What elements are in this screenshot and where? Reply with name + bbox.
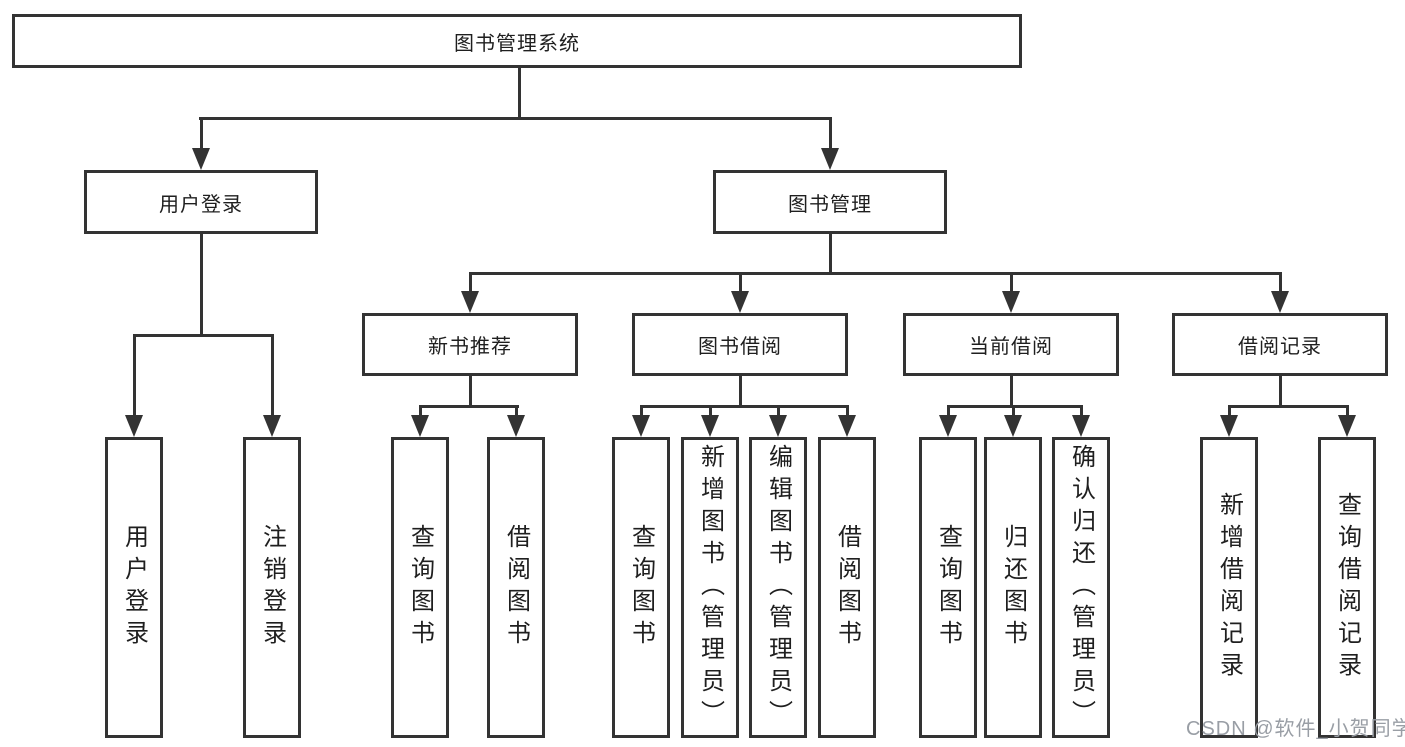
leaf-node-query-books-current: 查询图书 <box>919 437 977 738</box>
connector-stem <box>1010 272 1013 295</box>
subbranch-node-new-book-recommend: 新书推荐 <box>362 313 578 376</box>
connector-bookmgmt-stub <box>829 234 832 275</box>
root-node-system: 图书管理系统 <box>12 14 1022 68</box>
leaf-node-logout: 注销登录 <box>243 437 301 738</box>
arrowhead-down-icon <box>461 291 479 313</box>
connector-stem <box>271 334 274 417</box>
connector-stem <box>1080 405 1083 419</box>
connector-stem <box>133 334 136 417</box>
connector-stem <box>515 405 518 419</box>
connector-stem <box>777 405 780 419</box>
arrowhead-down-icon <box>769 415 787 437</box>
arrowhead-down-icon <box>838 415 856 437</box>
leaf-node-query-books-recommend: 查询图书 <box>391 437 449 738</box>
connector-borrow-stub <box>739 376 742 408</box>
arrowhead-down-icon <box>701 415 719 437</box>
leaf-node-confirm-return-admin: 确认归还（管理员） <box>1052 437 1110 738</box>
connector-stem <box>419 405 422 419</box>
connector-stem <box>469 272 472 295</box>
connector-stem <box>829 117 832 150</box>
arrowhead-down-icon <box>507 415 525 437</box>
leaf-node-user-login: 用户登录 <box>105 437 163 738</box>
branch-node-user-login: 用户登录 <box>84 170 318 234</box>
subbranch-node-current-borrow: 当前借阅 <box>903 313 1119 376</box>
arrowhead-down-icon <box>1220 415 1238 437</box>
leaf-node-query-borrow-record: 查询借阅记录 <box>1318 437 1376 738</box>
subbranch-node-book-borrow: 图书借阅 <box>632 313 848 376</box>
connector-stem <box>709 405 712 419</box>
arrowhead-down-icon <box>1002 291 1020 313</box>
connector-recommend-hline <box>419 405 519 408</box>
arrowhead-down-icon <box>1271 291 1289 313</box>
arrowhead-down-icon <box>411 415 429 437</box>
leaf-node-query-books-borrow: 查询图书 <box>612 437 670 738</box>
connector-stem <box>1346 405 1349 419</box>
arrowhead-down-icon <box>192 148 210 170</box>
connector-stem <box>1279 272 1282 295</box>
connector-userlogin-hline <box>133 334 274 337</box>
arrowhead-down-icon <box>263 415 281 437</box>
arrowhead-down-icon <box>632 415 650 437</box>
arrowhead-down-icon <box>821 148 839 170</box>
arrowhead-down-icon <box>731 291 749 313</box>
connector-stem <box>846 405 849 419</box>
connector-stem <box>947 405 950 419</box>
connector-bookmgmt-hline <box>469 272 1282 275</box>
arrowhead-down-icon <box>1004 415 1022 437</box>
arrowhead-down-icon <box>1072 415 1090 437</box>
arrowhead-down-icon <box>1338 415 1356 437</box>
connector-root-hline <box>199 117 832 120</box>
leaf-node-borrow-books-recommend: 借阅图书 <box>487 437 545 738</box>
connector-recommend-stub <box>469 376 472 408</box>
connector-current-hline <box>947 405 1083 408</box>
connector-borrow-hline <box>640 405 849 408</box>
subbranch-node-borrow-records: 借阅记录 <box>1172 313 1388 376</box>
connector-stem <box>640 405 643 419</box>
leaf-node-return-books: 归还图书 <box>984 437 1042 738</box>
connector-stem <box>200 117 203 150</box>
csdn-watermark: CSDN @软件_小贺同学 <box>1186 718 1405 740</box>
connector-stem <box>1228 405 1231 419</box>
connector-stem <box>739 272 742 295</box>
connector-records-hline <box>1228 405 1349 408</box>
connector-stem <box>1012 405 1015 419</box>
leaf-node-add-borrow-record: 新增借阅记录 <box>1200 437 1258 738</box>
leaf-node-borrow-books: 借阅图书 <box>818 437 876 738</box>
connector-userlogin-stub <box>200 234 203 337</box>
connector-root-stub <box>518 68 521 120</box>
arrowhead-down-icon <box>939 415 957 437</box>
arrowhead-down-icon <box>125 415 143 437</box>
connector-records-stub <box>1279 376 1282 408</box>
connector-current-stub <box>1010 376 1013 408</box>
leaf-node-add-books-admin: 新增图书（管理员） <box>681 437 739 738</box>
branch-node-book-management: 图书管理 <box>713 170 947 234</box>
leaf-node-edit-books-admin: 编辑图书（管理员） <box>749 437 807 738</box>
